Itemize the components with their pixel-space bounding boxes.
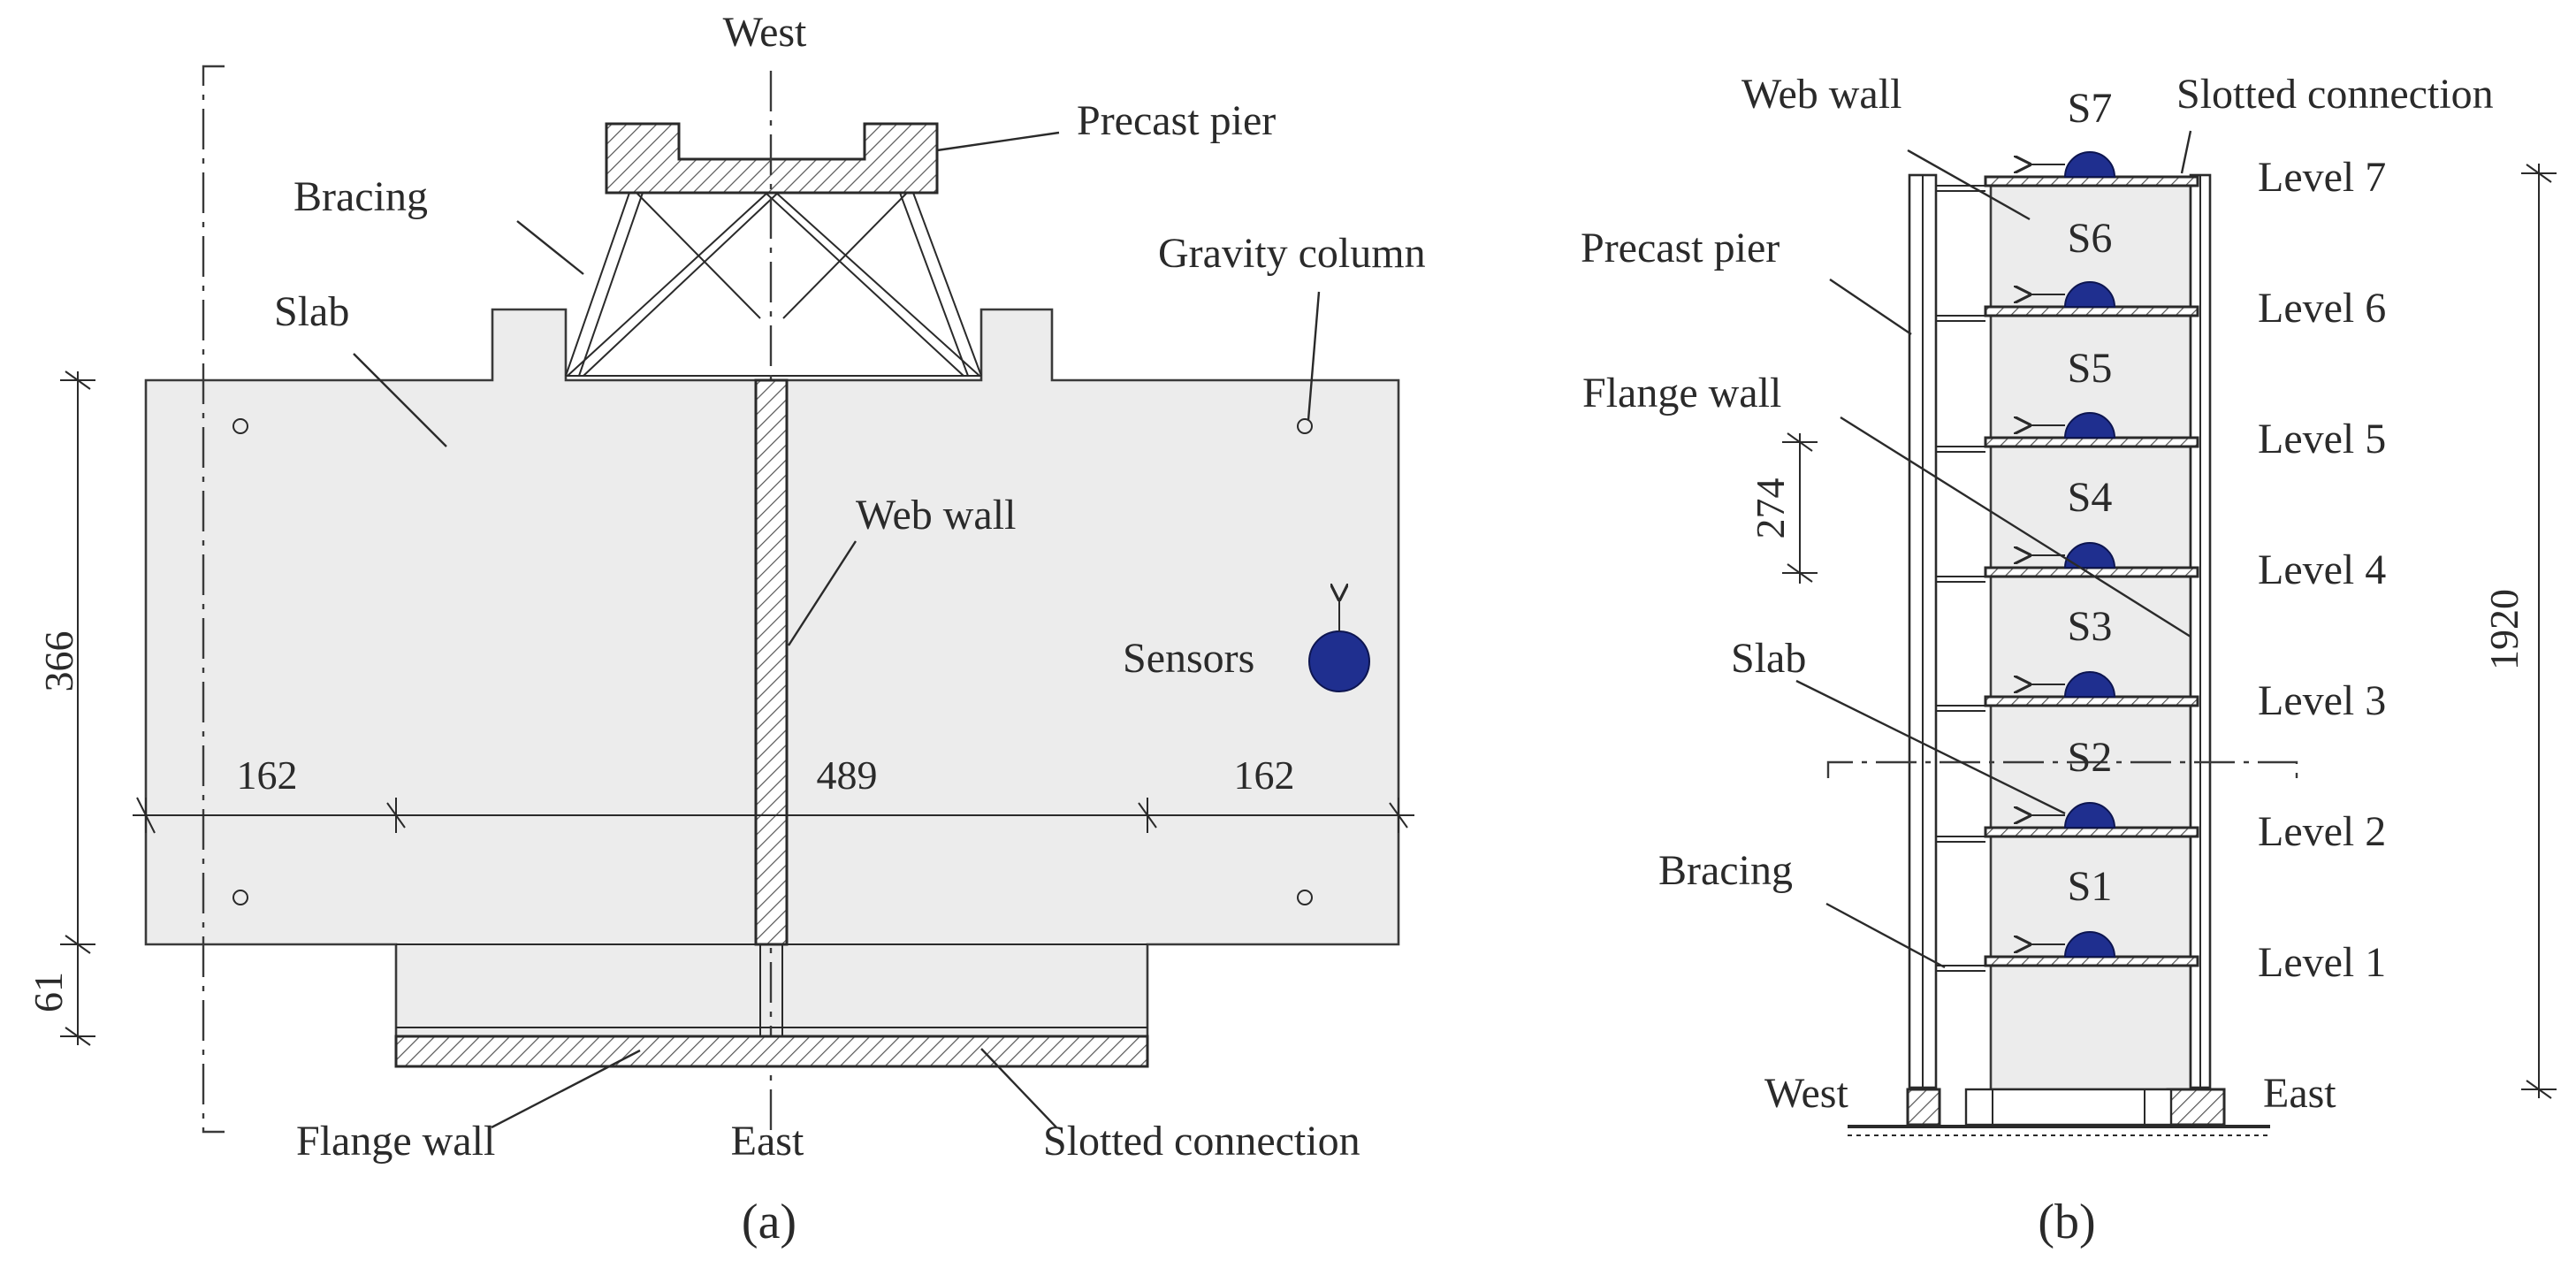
slab-levels bbox=[1984, 175, 2199, 967]
sensor-marker bbox=[1308, 630, 1370, 692]
panel-label-a: (a) bbox=[742, 1195, 796, 1249]
sensor-label: S3 bbox=[2068, 603, 2113, 650]
sensor-label: S4 bbox=[2068, 474, 2113, 521]
flange-wall-plan bbox=[394, 1035, 1149, 1068]
precast-pier-plan bbox=[605, 122, 939, 195]
dimension-horizontal-a bbox=[133, 797, 1414, 834]
dim-flange: 61 bbox=[26, 972, 71, 1012]
sensor-label: S1 bbox=[2068, 863, 2113, 910]
dim-height: 366 bbox=[36, 631, 81, 692]
label-flange-wall-a: Flange wall bbox=[296, 1118, 495, 1165]
label-bracing-a: Bracing bbox=[293, 173, 428, 220]
label-flange-wall-b: Flange wall bbox=[1582, 370, 1781, 416]
web-wall-plan bbox=[754, 378, 789, 946]
level-label: Level 6 bbox=[2258, 285, 2386, 332]
section-line-b bbox=[1826, 760, 2298, 778]
panel-b: Web wall Slotted connection Precast pier… bbox=[1581, 71, 2557, 1249]
section-line-a bbox=[202, 65, 225, 1134]
dim-middle: 489 bbox=[817, 752, 878, 798]
label-bracing-b: Bracing bbox=[1658, 847, 1793, 894]
foundation bbox=[1848, 1088, 2270, 1136]
label-east-b: East bbox=[2263, 1070, 2336, 1117]
bracing-elevation bbox=[1936, 185, 1985, 972]
sensor-label: S7 bbox=[2068, 85, 2113, 132]
sensor-label: S2 bbox=[2068, 734, 2113, 781]
dim-story: 274 bbox=[1748, 478, 1793, 539]
label-slab-a: Slab bbox=[274, 288, 349, 335]
label-west-b: West bbox=[1764, 1070, 1848, 1117]
level-label: Level 1 bbox=[2258, 939, 2386, 986]
gravity-column-marker bbox=[232, 418, 248, 434]
precast-pier-elevation bbox=[1908, 173, 2212, 1089]
sensor-label: S6 bbox=[2068, 215, 2113, 262]
label-east-a: East bbox=[731, 1118, 804, 1165]
sensor-label: S5 bbox=[2068, 345, 2113, 392]
label-slab-b: Slab bbox=[1731, 635, 1806, 682]
label-web-wall-a: Web wall bbox=[856, 492, 1016, 539]
dimension-total-b bbox=[2521, 164, 2557, 1099]
level-label: Level 2 bbox=[2258, 808, 2386, 855]
label-precast-pier-b: Precast pier bbox=[1581, 225, 1780, 271]
label-web-wall-b: Web wall bbox=[1741, 71, 1902, 118]
label-gravity-column: Gravity column bbox=[1158, 230, 1426, 277]
level-label: Level 3 bbox=[2258, 677, 2386, 724]
dim-right: 162 bbox=[1234, 752, 1295, 798]
label-west-a: West bbox=[723, 9, 807, 56]
dimension-story-b bbox=[1782, 432, 1818, 584]
label-precast-pier-a: Precast pier bbox=[1077, 97, 1276, 144]
gravity-column-marker bbox=[1297, 890, 1313, 905]
label-slotted-connection-a: Slotted connection bbox=[1043, 1118, 1360, 1165]
bracing-plan bbox=[565, 192, 982, 377]
dim-left: 162 bbox=[237, 752, 298, 798]
leaders-a bbox=[353, 131, 1321, 1129]
gravity-column-marker bbox=[1297, 418, 1313, 434]
sensor-markers-b bbox=[2063, 151, 2116, 958]
label-sensors: Sensors bbox=[1123, 635, 1254, 682]
gravity-column-marker bbox=[232, 890, 248, 905]
leaders-b bbox=[1795, 130, 2192, 969]
level-label: Level 7 bbox=[2258, 154, 2386, 201]
level-label: Level 4 bbox=[2258, 546, 2386, 593]
dimension-vertical-a bbox=[60, 370, 95, 1046]
label-slotted-connection-b: Slotted connection bbox=[2176, 71, 2494, 118]
panel-a: West Precast pier Bracing Gravity column… bbox=[26, 9, 1426, 1249]
panel-label-b: (b) bbox=[2038, 1195, 2095, 1249]
dim-total: 1920 bbox=[2481, 589, 2526, 670]
level-label: Level 5 bbox=[2258, 416, 2386, 462]
